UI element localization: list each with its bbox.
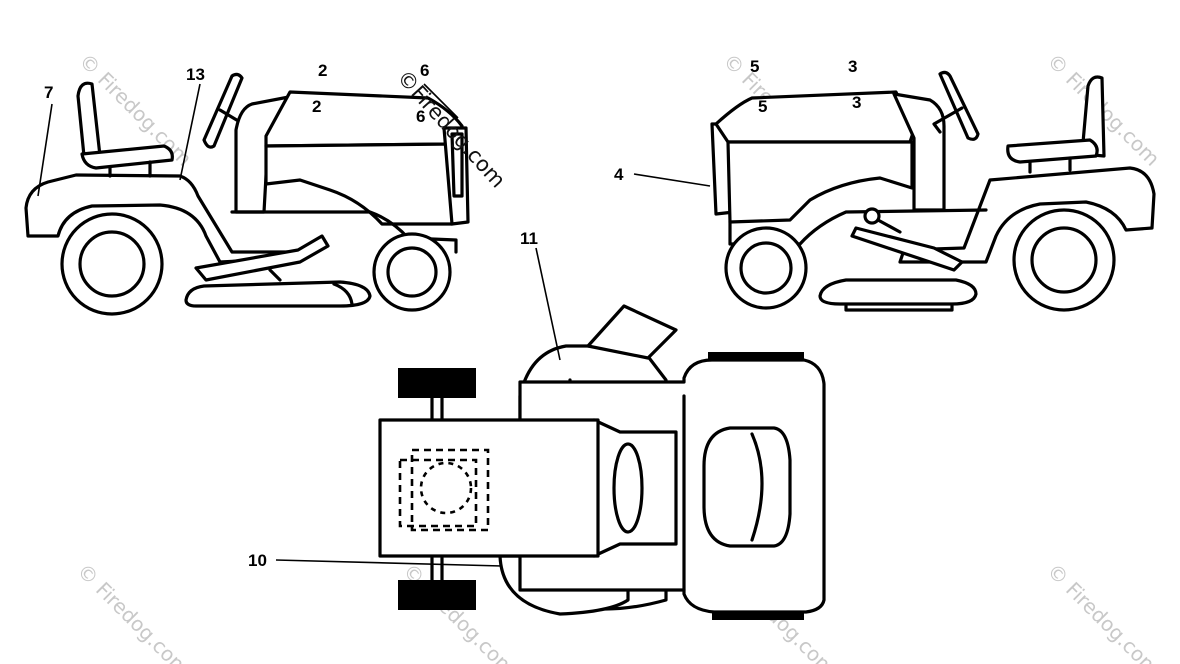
watermark-7: © Firedog.com [1042,559,1164,664]
callout-labels: 7 13 2 6 5 3 4 11 10 2 6 5 3 [44,57,861,570]
right-seat-post [1028,156,1072,174]
callout-10: 10 [248,551,267,570]
right-pedal-knob [863,207,881,225]
top-view-tractor [378,304,826,620]
right-steering-wheel [938,70,980,141]
right-rear-fender [898,166,1156,264]
left-pedal-link [268,268,282,282]
left-rear-wheel-inner [78,230,146,298]
right-tractor-side-view [710,70,1156,312]
callout-6: 6 [420,61,429,80]
left-seat-back [76,81,102,158]
callout-4: 4 [614,165,624,184]
left-grille-inner [450,132,464,198]
left-pedal [194,234,330,282]
callout-5: 5 [750,57,759,76]
top-seat [702,426,792,548]
watermark-4: © Firedog.com [72,559,194,664]
right-front-wheel-inner [739,241,793,295]
left-tractor-side-view [24,72,470,316]
top-steering-wheel [612,442,644,534]
right-deck-skirt [844,304,954,312]
callout-3: 3 [848,57,857,76]
right-rear-wheel-inner [1030,226,1098,294]
callout-2-on-hood: 2 [312,97,321,116]
top-front-axle-lower [430,556,444,582]
left-mower-deck [184,280,372,308]
right-hood-side [726,140,914,224]
top-deck-chute [586,304,678,360]
callout-2: 2 [318,61,327,80]
top-seat-back [750,432,764,542]
callout-3-on-hood: 3 [852,93,861,112]
top-engine-outline-1 [398,458,478,528]
left-seat-cushion [80,144,174,170]
left-deck-discharge [332,282,354,306]
top-front-axle-upper [430,396,444,422]
leader-10 [275,559,503,567]
right-hood [714,90,916,144]
leader-13 [179,83,201,181]
left-front-wheel-inner [386,246,438,298]
leader-lines [37,83,711,567]
top-front-wheel-lower [398,580,476,610]
right-seat-cushion [1006,138,1099,164]
left-hood-side [264,142,456,226]
left-seat-post [108,160,152,178]
right-pedal-arm [876,218,902,234]
callout-5-on-hood: 5 [758,97,767,116]
callout-11: 11 [520,229,538,248]
callout-7: 7 [44,83,53,102]
callout-13: 13 [186,65,205,84]
top-engine-circle [419,461,473,515]
top-engine-outline-2 [410,448,490,532]
leader-11 [535,247,561,361]
right-frame [728,208,988,246]
right-pedal [850,226,964,272]
right-mower-deck [818,278,978,306]
right-steering-column [932,106,964,134]
top-front-wheel-upper [398,368,476,398]
leader-7 [37,103,53,197]
leader-6 [423,83,459,119]
callout-6-on-hood: 6 [416,107,425,126]
right-seat-back [1080,75,1106,158]
leader-4 [633,173,711,187]
